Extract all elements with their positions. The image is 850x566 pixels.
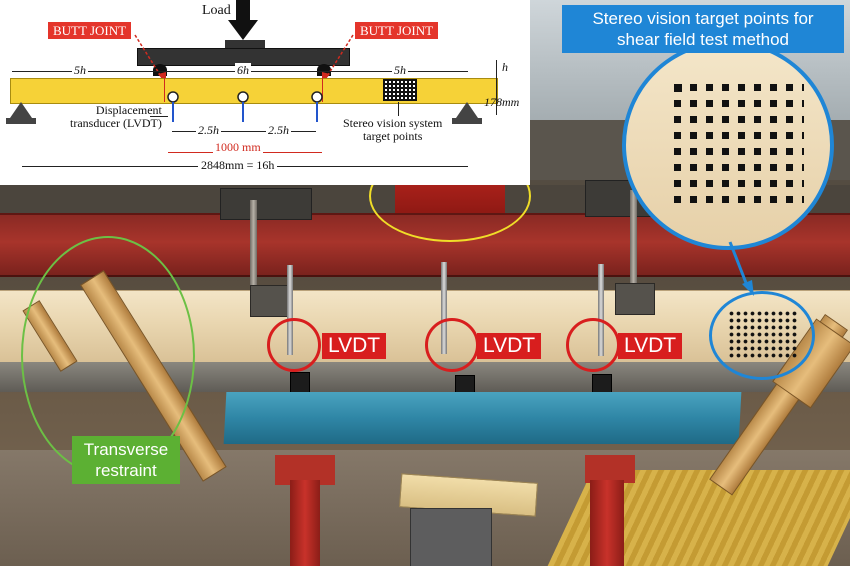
butt-joint-label-right: BUTT JOINT	[355, 22, 439, 39]
height-mm-label: 178mm	[484, 95, 520, 109]
threaded-rod	[250, 200, 257, 300]
gap-dimension-line	[172, 131, 316, 132]
lvdt-label-line1: Displacement	[95, 103, 162, 117]
span-right-label: 5h	[392, 63, 408, 78]
target-points-patch	[383, 79, 417, 101]
dial-gauge-icon	[237, 91, 249, 122]
dial-gauge-icon	[167, 91, 179, 122]
target-label-line1: Stereo vision system	[343, 116, 443, 130]
target-zoom-inset	[622, 40, 834, 250]
target-leader-line	[398, 102, 399, 116]
loading-point-right	[317, 64, 331, 76]
support-base-right	[585, 455, 635, 483]
lvdt-rod-2	[441, 262, 447, 354]
beam-clamp-right	[615, 283, 655, 315]
total-span-label: 2848mm = 16h	[198, 158, 278, 173]
connector-arrow	[728, 241, 754, 296]
gap-left-label: 2.5h	[196, 123, 221, 138]
blue-steel-beam	[223, 392, 742, 444]
stereo-line1: Stereo vision target points for	[592, 9, 814, 28]
load-label: Load	[202, 3, 231, 18]
lvdt-highlight-ring-2	[425, 318, 479, 372]
target-description: Stereo vision system target points	[343, 117, 442, 143]
target-label-line2: target points	[362, 129, 423, 143]
beam-clamp-left	[250, 285, 292, 317]
butt-joint-line-left	[164, 78, 165, 102]
transverse-line1: Transverse	[83, 440, 169, 459]
roller-support-icon	[6, 102, 36, 124]
schematic-beam	[10, 78, 498, 104]
support-jack-left	[290, 480, 320, 566]
lvdt-highlight-ring-1	[267, 318, 321, 372]
lvdt-leader-line	[150, 116, 168, 117]
stereo-line2: shear field test method	[617, 30, 789, 49]
lvdt-highlight-ring-3	[566, 318, 620, 372]
stereo-vision-label: Stereo vision target points for shear fi…	[562, 5, 844, 53]
butt-joint-label-left: BUTT JOINT	[48, 22, 132, 39]
transverse-restraint-label: Transverse restraint	[72, 436, 180, 484]
span-left-label: 5h	[72, 63, 88, 78]
support-jack-right	[590, 480, 624, 566]
gap-right-label: 2.5h	[266, 123, 291, 138]
lvdt-description: Displacement transducer (LVDT)	[70, 104, 162, 130]
butt-joint-line-right	[322, 78, 323, 102]
test-schematic-diagram: Load BUTT JOINT BUTT JOINT 5h 6h 5h	[0, 0, 530, 185]
target-highlight-ring	[709, 291, 815, 380]
roller-support-icon	[452, 102, 482, 124]
grey-stand	[410, 508, 492, 566]
dial-gauge-icon	[311, 91, 323, 122]
height-dimension-line	[496, 60, 497, 115]
span-mid-label: 6h	[235, 63, 251, 78]
lvdt-rod-1	[287, 265, 293, 355]
threaded-rod	[630, 190, 637, 300]
butt-joint-arrow-right	[322, 34, 354, 84]
butt-joint-arrow-left	[134, 34, 166, 84]
lvdt-label-1: LVDT	[322, 333, 387, 359]
load-cap	[225, 40, 265, 48]
load-arrow-icon	[228, 0, 258, 40]
lvdt-label-3: LVDT	[618, 333, 683, 359]
lvdt-rod-3	[598, 264, 604, 356]
span-1000-label: 1000 mm	[213, 140, 263, 155]
height-h-label: h	[502, 60, 508, 74]
transverse-line2: restraint	[95, 461, 157, 480]
lvdt-label-2: LVDT	[477, 333, 542, 359]
load-clamp-left	[220, 188, 312, 220]
zoom-target-squares	[674, 84, 804, 212]
lvdt-label-line2: transducer (LVDT)	[70, 116, 162, 130]
